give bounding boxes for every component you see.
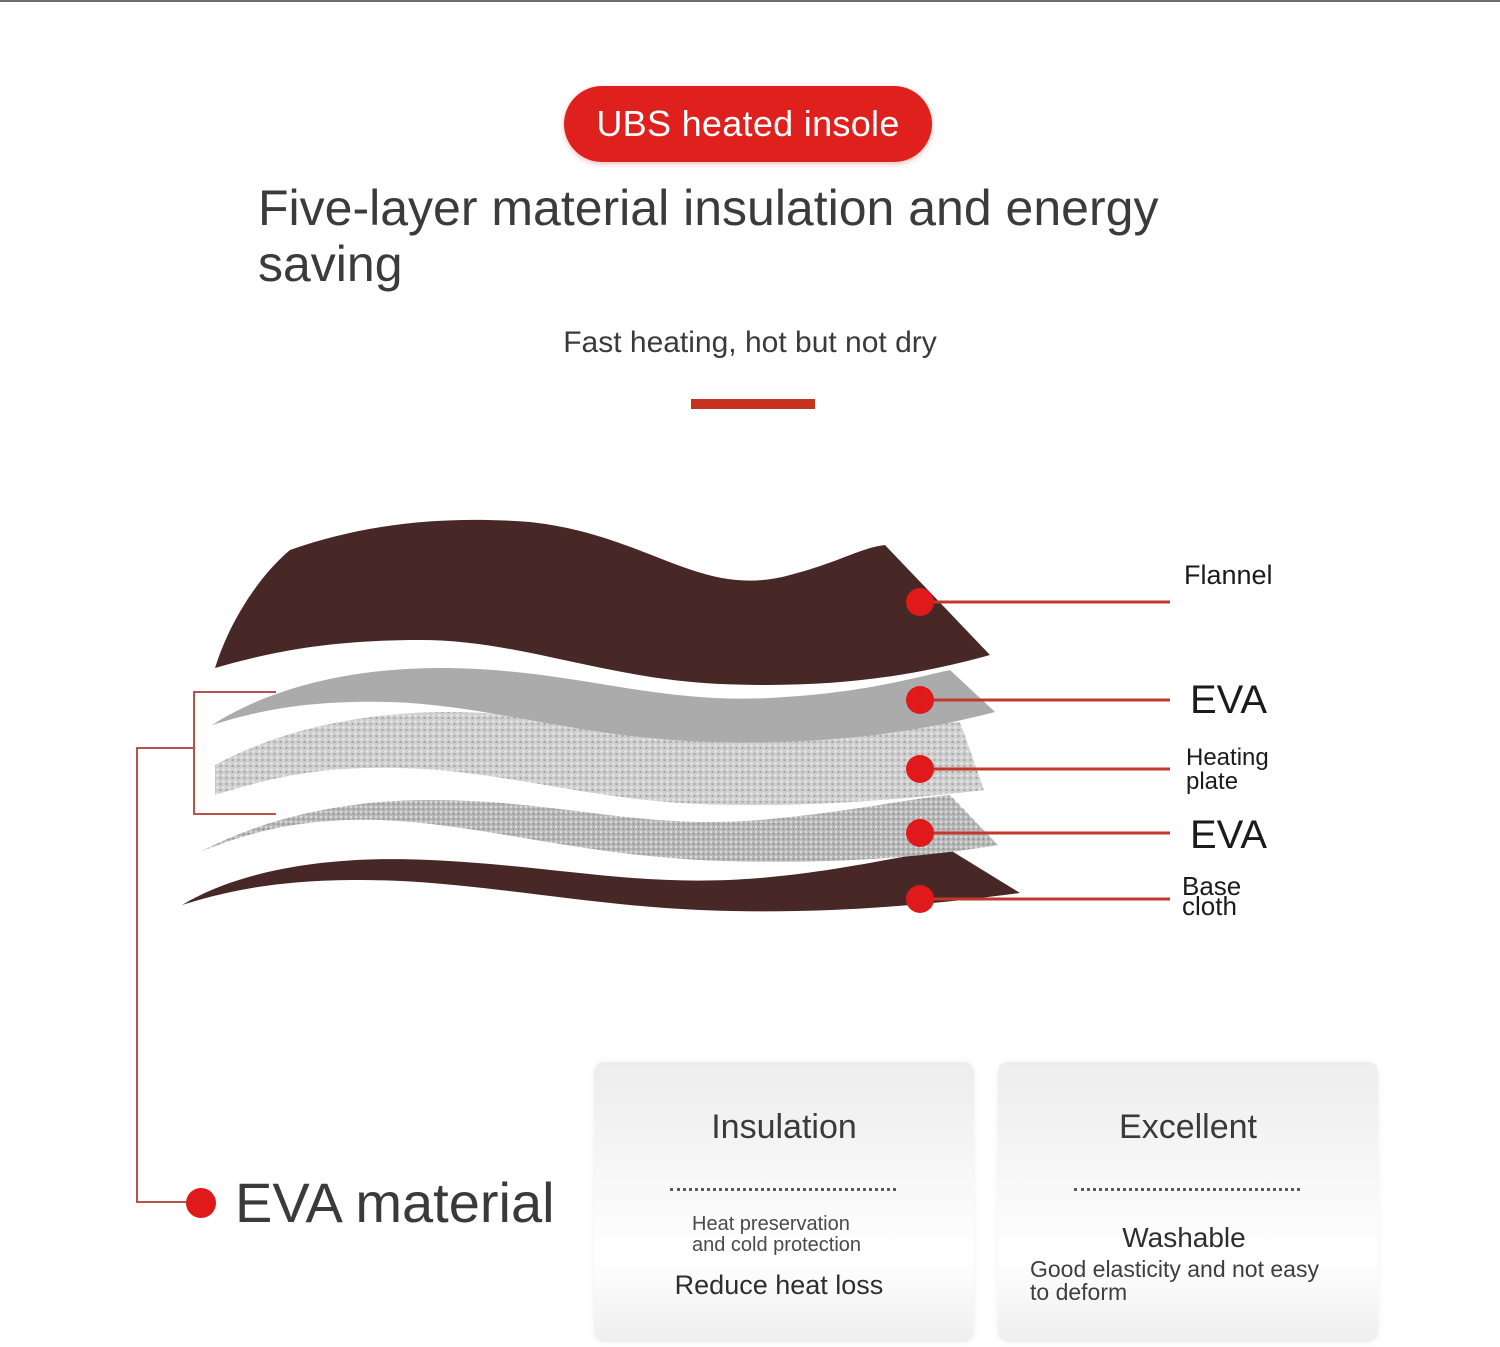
card-detail: Good elasticity and not easy to deform — [1030, 1258, 1319, 1304]
card-heading: Excellent — [1119, 1108, 1257, 1146]
marker-heating-plate — [906, 755, 934, 783]
marker-base-cloth — [906, 885, 934, 913]
eva-material-dot — [186, 1188, 216, 1218]
dotted-divider — [1074, 1188, 1300, 1191]
marker-eva-upper — [906, 686, 934, 714]
marker-eva-lower — [906, 819, 934, 847]
label-heating-plate-line2: plate — [1186, 768, 1239, 795]
layer-base-cloth — [182, 850, 1020, 912]
page-title: Five-layer material insulation and energ… — [258, 180, 1159, 292]
label-base-cloth: Base cloth — [1182, 871, 1242, 921]
card-main-text: Reduce heat loss — [674, 1270, 884, 1300]
card-detail-line1: Good elasticity and not easy — [1030, 1256, 1319, 1282]
label-base-cloth-line2: cloth — [1182, 891, 1237, 921]
layer-eva-lower — [200, 795, 998, 862]
label-base-cloth-line1: Base — [1182, 871, 1242, 901]
label-flannel: Flannel — [1184, 560, 1273, 590]
badge-text: UBS heated insole — [596, 103, 900, 144]
label-heating-plate-line1: Heating — [1186, 744, 1269, 771]
top-divider-line — [0, 0, 1500, 2]
card-detail-line2: to deform — [1030, 1279, 1128, 1305]
label-heating-plate: Heating plate — [1186, 746, 1269, 794]
eva-material-label: EVA material — [235, 1171, 555, 1234]
feature-card-excellent: Excellent Washable Good elasticity and n… — [998, 1062, 1378, 1342]
material-bracket — [136, 691, 276, 1203]
layer-heating-plate — [215, 712, 984, 806]
feature-card-insulation: Insulation Heat preservation and cold pr… — [594, 1062, 974, 1342]
label-eva-lower: EVA — [1190, 813, 1268, 857]
card-heading: Insulation — [711, 1108, 857, 1146]
card-detail-line2: and cold protection — [692, 1234, 862, 1256]
marker-flannel — [906, 588, 934, 616]
layer-flannel — [215, 519, 990, 685]
card-detail: Heat preservation and cold protection — [692, 1214, 861, 1256]
dotted-divider — [670, 1188, 896, 1191]
card-detail-line1: Heat preservation — [692, 1213, 850, 1235]
page-subtitle: Fast heating, hot but not dry — [563, 326, 937, 359]
card-main-text: Washable — [1122, 1222, 1246, 1253]
layer-eva-upper — [212, 668, 995, 743]
leader-lines — [920, 600, 1170, 901]
product-badge: UBS heated insole — [564, 86, 932, 162]
accent-underline — [691, 399, 815, 409]
label-eva-upper: EVA — [1190, 678, 1268, 722]
